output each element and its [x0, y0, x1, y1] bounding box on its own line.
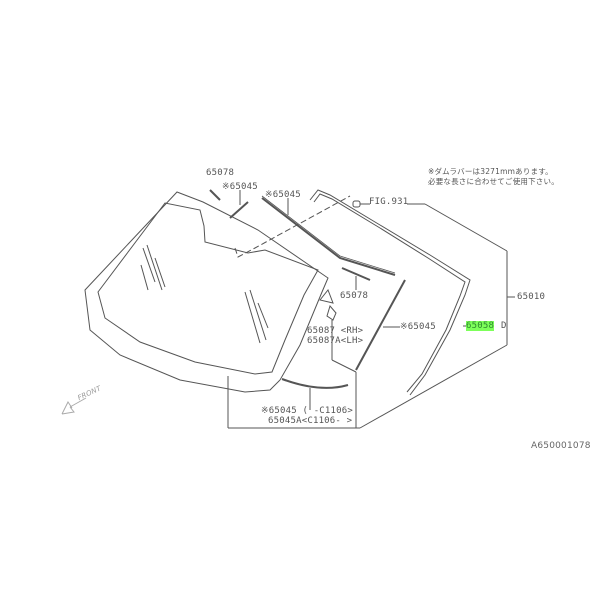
part-label-65058-suffix: D: [501, 321, 507, 331]
part-label-65087a-lh[interactable]: 65087A<LH>: [307, 336, 364, 346]
note-line-2: 必要な長さに合わせてご使用下さい。: [428, 177, 559, 186]
molding-65045-b-inner: [261, 195, 396, 274]
part-label-65087-rh[interactable]: 65087 <RH>: [307, 326, 364, 336]
figure-id: A650001078: [531, 441, 591, 451]
part-label-65010[interactable]: 65010: [517, 292, 546, 302]
front-arrow-icon: [61, 397, 87, 415]
molding-65045-d: [281, 378, 349, 389]
molding-65078-top: [209, 189, 221, 201]
part-label-65045a[interactable]: 65045A<C1106- >: [268, 416, 353, 426]
part-label-65045-b[interactable]: ※65045: [265, 190, 301, 200]
dam-rubber-outline: [309, 189, 471, 396]
part-label-65078-mid[interactable]: 65078: [340, 291, 369, 301]
windshield-glass-outline: [84, 191, 329, 393]
part-label-65045-d[interactable]: ※65045 ( -C1106>: [261, 406, 354, 416]
clip-65087: [319, 289, 334, 304]
part-label-65045-a[interactable]: ※65045: [222, 182, 258, 192]
molding-65045-c: [355, 279, 406, 371]
part-label-65045-c[interactable]: ※65045: [400, 322, 436, 332]
molding-65078-mid: [341, 267, 371, 281]
molding-65045-b: [261, 197, 396, 276]
note-line-1: ※ダムラバーは3271mmあります。: [428, 167, 553, 176]
part-label-65078-top[interactable]: 65078: [206, 168, 235, 178]
reference-label-fig931[interactable]: FIG.931: [369, 197, 409, 207]
molding-65045-a: [229, 201, 249, 219]
part-label-65058-highlighted[interactable]: 65058: [466, 321, 495, 331]
windshield-inner-frame: [97, 202, 319, 375]
